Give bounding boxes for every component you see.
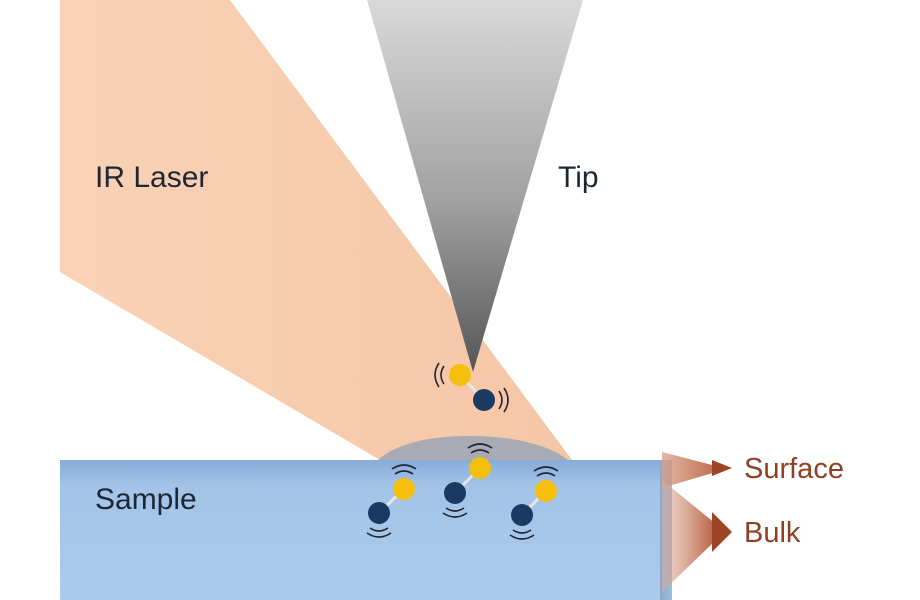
- surface-label: Surface: [744, 453, 844, 485]
- vibration-arc-icon: [440, 365, 445, 385]
- vibration-arc-icon: [394, 470, 414, 475]
- vibration-arc-icon: [391, 464, 417, 470]
- vibration-arc-icon: [366, 532, 392, 538]
- bulk-label: Bulk: [744, 517, 801, 549]
- arrow-right-icon: [712, 460, 732, 476]
- vibration-arc-icon: [512, 529, 532, 534]
- vibration-arc-icon: [509, 534, 535, 540]
- vibration-arc-icon: [434, 362, 440, 388]
- ir-laser-beam: [60, 0, 572, 460]
- surface-signal-fan: [662, 452, 716, 488]
- vibration-arc-icon: [445, 507, 465, 512]
- sample-label: Sample: [95, 483, 197, 516]
- sample-molecule: [509, 466, 559, 540]
- vibration-arc-icon: [369, 527, 389, 532]
- arrow-right-icon: [712, 512, 732, 552]
- afm-tip: [367, 0, 583, 372]
- vibration-arc-icon: [503, 387, 509, 413]
- bulk-signal-fan: [662, 480, 716, 592]
- ir-laser-label: IR Laser: [95, 161, 208, 194]
- sample-block: [60, 460, 664, 600]
- vibration-arc-icon: [442, 512, 468, 518]
- tip-label: Tip: [558, 161, 599, 194]
- vibration-arc-icon: [470, 449, 490, 454]
- sample-molecule: [442, 443, 493, 518]
- vibration-arc-icon: [533, 466, 559, 472]
- sample-molecule: [366, 464, 417, 538]
- vibration-arc-icon: [536, 472, 556, 477]
- interaction-dome: [378, 436, 568, 460]
- vibration-arc-icon: [467, 443, 493, 449]
- vibration-arc-icon: [498, 390, 503, 410]
- molecule-near-tip: [434, 362, 509, 413]
